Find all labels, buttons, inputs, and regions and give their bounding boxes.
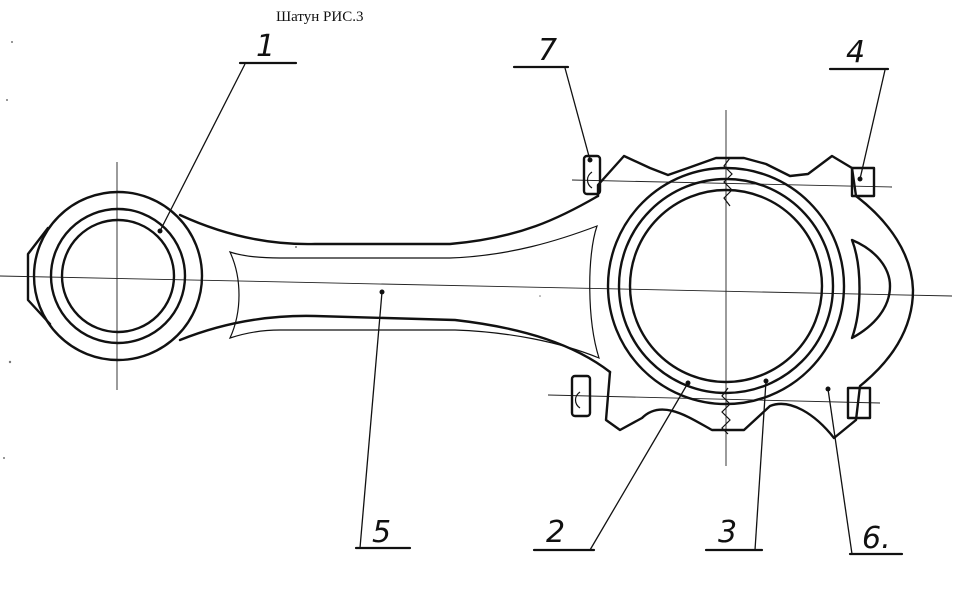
leader-2: [589, 382, 689, 551]
center-lines: [0, 110, 953, 466]
oil-boss: [26, 226, 52, 326]
callout-1: 1: [256, 29, 275, 64]
small-end-bushing-outer: [49, 207, 187, 345]
callout-4: 4: [846, 35, 865, 70]
upper-bolt-axis: [571, 179, 893, 188]
leader-6: [827, 388, 853, 555]
big-end: [596, 154, 915, 440]
shank-bottom-edge: [178, 314, 612, 374]
bolts: [570, 154, 876, 420]
lower-bolt-nut: [570, 374, 592, 418]
callout-6: 6.: [862, 521, 891, 556]
big-end-bearing-shell: [617, 177, 835, 395]
callout-2: 2: [546, 515, 565, 550]
upper-bolt-head: [586, 171, 593, 189]
lower-right-bolt-boss: [846, 386, 872, 420]
upper-bolt-nut: [582, 154, 602, 196]
shank-i-beam-recess: [228, 224, 600, 360]
cap-joints: [721, 157, 733, 435]
small-end: [26, 190, 204, 362]
callout-7: 7: [538, 33, 557, 68]
lower-joint-zigzag: [721, 387, 731, 435]
big-end-bore-inner: [628, 188, 824, 384]
leader-1: [159, 63, 246, 232]
lower-bolt-axis: [547, 394, 881, 404]
leader-4: [859, 69, 886, 180]
big-end-outer-contour: [596, 154, 915, 440]
callout-3: 3: [718, 515, 737, 550]
callout-shelves: [238, 61, 904, 556]
leader-3: [754, 380, 767, 551]
main-axis-line: [0, 275, 953, 297]
leader-lines: [159, 63, 886, 555]
small-end-outer-contour: [32, 190, 204, 362]
drawing-title: Шатун РИС.3: [276, 9, 363, 25]
scan-specks: [3, 41, 541, 459]
rod-shank: [178, 194, 612, 374]
leader-dots: [157, 157, 863, 392]
leader-5: [359, 291, 383, 549]
upper-joint-zigzag: [723, 157, 733, 207]
leader-7: [564, 67, 591, 161]
lower-bolt-head: [574, 391, 581, 409]
shank-top-edge: [178, 194, 600, 246]
small-end-bushing-inner: [60, 218, 176, 334]
callout-labels: 1 7 4 5 2 3 6.: [256, 29, 891, 556]
cap-side-window: [850, 238, 892, 340]
callout-5: 5: [372, 515, 391, 550]
